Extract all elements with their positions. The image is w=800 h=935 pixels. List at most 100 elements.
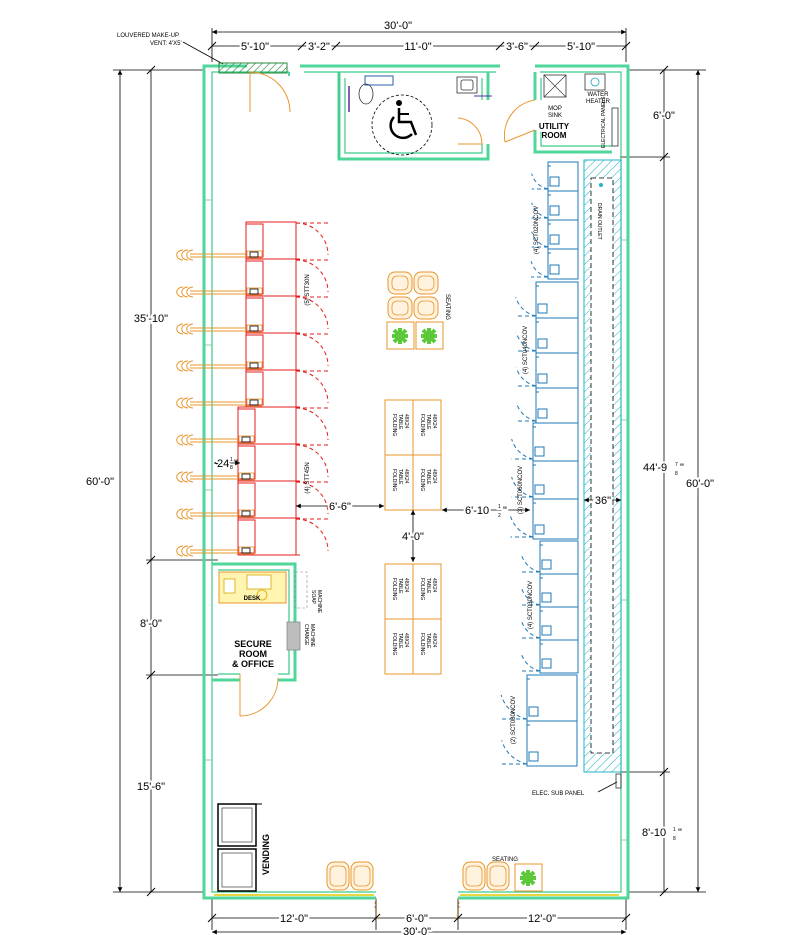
washers-label-1: (4) SCT020NCOV <box>534 206 540 254</box>
chair-icon <box>387 296 413 320</box>
chair-icon <box>486 861 510 891</box>
dim-right-a: 6'-0" <box>653 110 675 122</box>
svg-text:FOLDING: FOLDING <box>419 578 425 600</box>
washer-unit <box>511 422 579 462</box>
chair-icon <box>387 271 413 295</box>
dim-bottom-overall: 30'-0" <box>403 926 431 935</box>
washer-unit <box>515 281 579 319</box>
mop-sink <box>543 74 567 98</box>
chair-icon <box>462 861 486 891</box>
svg-text:MACHINE: MACHINE <box>309 624 315 648</box>
dim-bottom-seg2: 6'-0" <box>406 913 428 925</box>
secure-room: DESK SECURE ROOM & OFFICE CHANGE MACHINE… <box>212 562 322 717</box>
svg-text:DRAIN OUTLET: DRAIN OUTLET <box>596 203 602 240</box>
svg-text:48X24: 48X24 <box>403 578 409 593</box>
svg-text:44'-9: 44'-9 <box>643 462 667 474</box>
svg-text:TABLE: TABLE <box>425 469 431 485</box>
dim-top-seg1: 5'-10" <box>241 41 269 53</box>
svg-text:FOLDING: FOLDING <box>419 414 425 436</box>
svg-text:DESK: DESK <box>244 596 261 602</box>
svg-text:SEATING: SEATING <box>492 857 518 863</box>
svg-text:8'-10: 8'-10 <box>642 827 666 839</box>
restroom <box>337 72 492 161</box>
washer-unit <box>531 161 579 192</box>
svg-text:MOP: MOP <box>548 106 562 112</box>
dim-left-a: 35'-10" <box>134 313 168 325</box>
washers: (4) SCT020NCOV (4) SCT040NCOV (3) SCT060… <box>500 161 579 767</box>
change-machine <box>286 621 301 651</box>
aisle-dimensions: 6'-6" 6'-10 1 2 " 4'-0" <box>296 499 530 562</box>
entrance-doors[interactable] <box>374 897 460 922</box>
washer-unit <box>530 248 579 280</box>
dryer-unit <box>176 221 329 261</box>
top-dimensions: 30'-0" 5'-10" 3'-2" 11'-0" 3'-6" 5'-10" <box>207 20 631 62</box>
dim-bottom-seg1: 12'-0" <box>280 913 308 925</box>
svg-text:48X24: 48X24 <box>431 578 437 593</box>
entry-door-top[interactable] <box>249 71 291 113</box>
vent-label: LOUVERED MAKE-UP VENT: 4'X5' <box>117 33 224 65</box>
washers-label-3: (3) SCT060NCOV <box>518 466 524 514</box>
dim-top-seg4: 3'-6" <box>506 41 528 53</box>
svg-text:8: 8 <box>230 465 233 471</box>
drain-trough: DRAIN OUTLET 36" <box>583 159 622 773</box>
left-dimensions: 60'-0" 35'-10" 8'-0" 15'-6" <box>84 65 218 897</box>
washers-label-5: (2) SCT080NCOV <box>511 696 517 744</box>
bottom-dimensions: 12'-0" 6'-0" 12'-0" 30'-0" <box>207 898 631 935</box>
plant-icon <box>421 328 437 344</box>
soap-machine <box>294 571 308 609</box>
chair-icon <box>350 861 374 891</box>
washer-unit <box>510 498 579 540</box>
svg-text:FOLDING: FOLDING <box>391 633 397 655</box>
dim-bottom-seg3: 12'-0" <box>528 913 556 925</box>
svg-text:SECURE: SECURE <box>234 639 272 649</box>
washer-unit <box>515 387 579 424</box>
dim-left-total: 60'-0" <box>86 476 114 488</box>
svg-text:6'-6": 6'-6" <box>329 501 351 513</box>
svg-text:48X24: 48X24 <box>403 414 409 429</box>
svg-text:ELEC. SUB PANEL: ELEC. SUB PANEL <box>532 791 585 797</box>
svg-text:TABLE: TABLE <box>425 414 431 430</box>
svg-text:LOUVERED MAKE-UP: LOUVERED MAKE-UP <box>117 33 179 39</box>
svg-text:ROOM: ROOM <box>239 649 267 659</box>
svg-text:MACHINE: MACHINE <box>316 590 322 614</box>
washers-label-4: (4) SCT030NCOV <box>528 581 534 629</box>
svg-text:SINK: SINK <box>548 113 562 119</box>
dim-right-total: 60'-0" <box>686 478 714 490</box>
svg-text:2: 2 <box>498 513 501 519</box>
svg-text:48X24: 48X24 <box>431 414 437 429</box>
svg-text:FOLDING: FOLDING <box>391 469 397 491</box>
svg-text:VENDING: VENDING <box>261 834 271 875</box>
svg-text:ROOM: ROOM <box>542 131 567 140</box>
svg-text:TABLE: TABLE <box>397 469 403 485</box>
stacked-label-lower: (4) STT45N <box>305 462 311 493</box>
svg-text:SOAP: SOAP <box>310 590 316 605</box>
plant-icon <box>392 328 408 344</box>
dim-left-c: 15'-6" <box>137 781 165 793</box>
svg-text:TABLE: TABLE <box>397 578 403 594</box>
svg-text:UTILITY: UTILITY <box>539 122 570 131</box>
vending: VENDING <box>217 803 271 892</box>
svg-text:48X24: 48X24 <box>403 469 409 484</box>
elec-sub-panel: ELEC. SUB PANEL <box>532 773 622 797</box>
svg-text:WATER: WATER <box>588 92 610 98</box>
dryer-unit <box>176 517 329 557</box>
water-heater <box>584 73 606 91</box>
svg-text:": " <box>678 827 682 839</box>
washer-unit <box>501 720 578 767</box>
svg-text:1: 1 <box>498 504 501 510</box>
svg-text:& OFFICE: & OFFICE <box>232 659 274 669</box>
svg-text:8: 8 <box>673 836 676 842</box>
right-dimensions: 60'-0" 6'-0" 44'-9 7 8 " 8'-10 1 8 " <box>620 65 716 897</box>
svg-text:48X24: 48X24 <box>431 469 437 484</box>
svg-text:": " <box>234 458 238 470</box>
stacked-label-upper: (5) STT30N <box>305 274 311 305</box>
dim-top-overall: 30'-0" <box>384 20 412 32</box>
svg-text:8: 8 <box>675 471 678 477</box>
svg-text:ELECTRICAL PANELS: ELECTRICAL PANELS <box>601 96 607 148</box>
svg-text:4'-0": 4'-0" <box>402 531 424 543</box>
svg-text:6'-10: 6'-10 <box>465 505 489 517</box>
sink-icon <box>456 76 492 97</box>
